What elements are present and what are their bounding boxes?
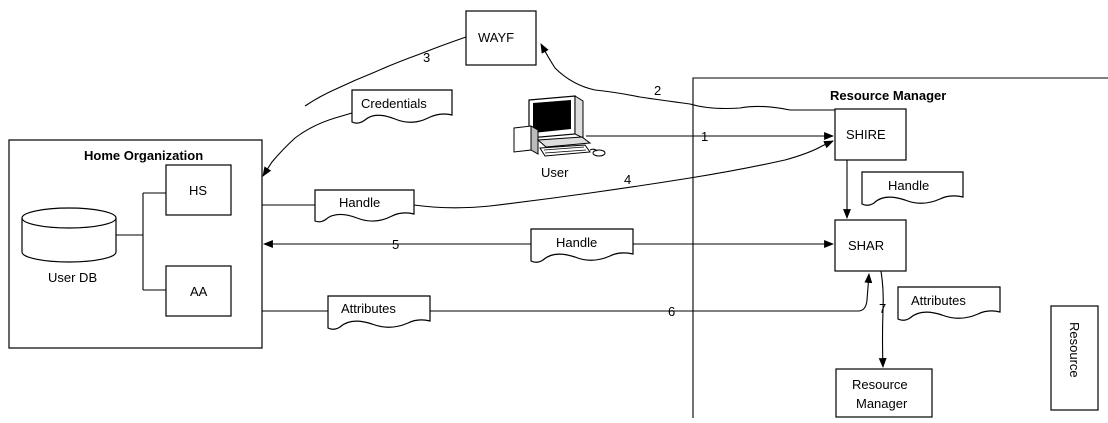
handle-b-label: Handle [556, 235, 597, 250]
aa-label: AA [190, 284, 208, 299]
step7-label: 7 [879, 301, 886, 316]
user-db-label: User DB [48, 270, 97, 285]
home-organization: Home Organization User DB HS AA [9, 140, 262, 348]
step4-label: 4 [624, 172, 631, 187]
step2-arrow [541, 44, 835, 110]
step1-label: 1 [701, 129, 708, 144]
user-computer-icon [514, 96, 605, 156]
handle-c-label: Handle [888, 178, 929, 193]
step2-label: 2 [654, 83, 661, 98]
handle-a-label: Handle [339, 195, 380, 210]
step6-label: 6 [668, 304, 675, 319]
resource-label: Resource [1067, 322, 1082, 378]
resource-manager-inner-line1: Resource [852, 377, 908, 392]
resource-manager-title: Resource Manager [830, 88, 946, 103]
resource-manager: Resource Manager SHIRE SHAR Resource Man… [693, 78, 1108, 418]
user-label: User [541, 165, 569, 180]
resource-manager-inner-line2: Manager [856, 396, 908, 411]
wayf-label: WAYF [478, 30, 514, 45]
step3-label: 3 [423, 50, 430, 65]
step6-arrow [430, 274, 869, 311]
shar-label: SHAR [848, 238, 884, 253]
shire-label: SHIRE [846, 127, 886, 142]
user-db-cylinder [22, 208, 116, 262]
step3-arrow-b [263, 113, 352, 176]
attributes-a-label: Attributes [341, 301, 396, 316]
step7-arrow [881, 271, 883, 367]
attributes-b-label: Attributes [911, 293, 966, 308]
credentials-label: Credentials [361, 96, 427, 111]
hs-label: HS [189, 183, 207, 198]
step5-label: 5 [392, 237, 399, 252]
home-organization-title: Home Organization [84, 148, 203, 163]
